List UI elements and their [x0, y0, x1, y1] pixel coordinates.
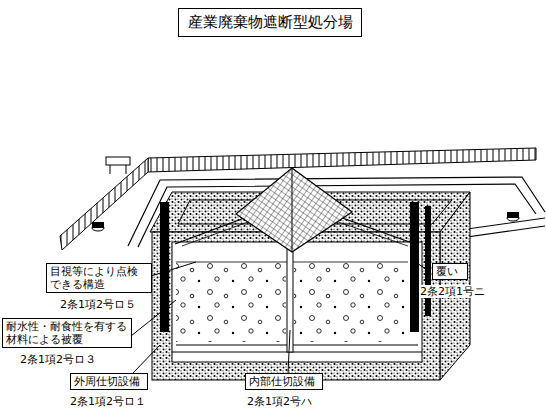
label-box: 耐水性・耐食性を有する 材料による被覆 — [2, 318, 132, 348]
title-box: 産業廃棄物遮断型処分場 — [178, 8, 362, 37]
article-reference: 2条2項1号ニ — [420, 285, 485, 298]
label-box: 目視等により点検 できる構造 — [46, 263, 152, 293]
article-reference: 2条1項2号ハ — [247, 395, 312, 408]
label-box: 覆い — [432, 263, 468, 280]
label-group: 耐水性・耐食性を有する 材料による被覆 2条1項2号ロ３ — [2, 318, 132, 367]
label-box: 内部仕切設備 — [245, 373, 323, 390]
article-reference: 2条1項2号ロ５ — [60, 298, 136, 311]
label-group: 目視等により点検 できる構造 2条1項2号ロ５ — [46, 263, 152, 312]
label-group: 内部仕切設備 2条1項2号ハ — [245, 373, 323, 409]
label-group: 覆い 2条2項1号ニ — [420, 263, 485, 299]
article-reference: 2条1項2号ロ１ — [70, 395, 146, 408]
label-group: 外周仕切設備 2条1項2号ロ１ — [70, 373, 148, 409]
article-reference: 2条1項2号ロ３ — [20, 353, 96, 366]
label-box: 外周仕切設備 — [70, 373, 148, 390]
